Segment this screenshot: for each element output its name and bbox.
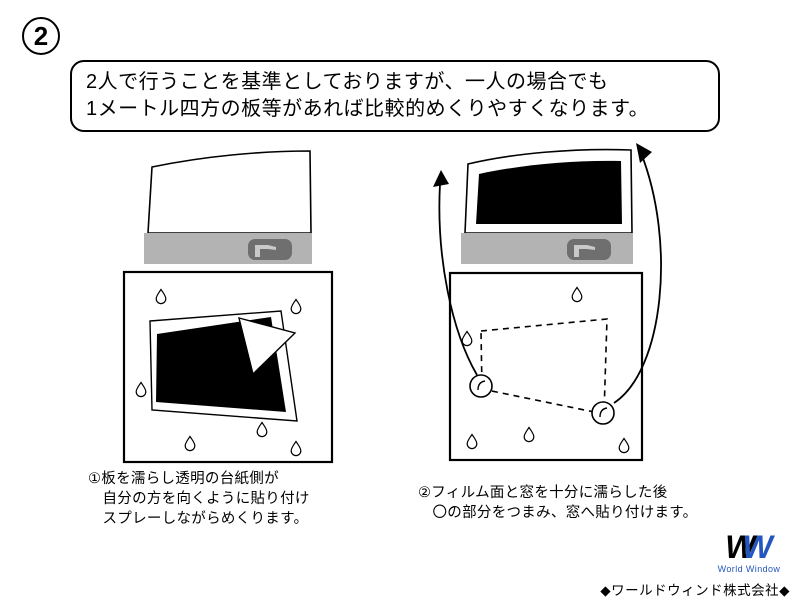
right-board xyxy=(448,271,644,462)
spray-bottle-icon xyxy=(248,239,292,260)
right-figure xyxy=(433,143,662,462)
instruction-line-2: 1メートル四方の板等があれば比較的めくりやすくなります。 xyxy=(86,97,650,120)
instruction-box: 2人で行うことを基準としておりますが、一人の場合でも 1メートル四方の板等があれ… xyxy=(70,60,720,133)
left-caption-line-3: スプレーしながらめくります。 xyxy=(102,511,309,527)
right-lift-arrowhead-icon xyxy=(636,143,652,163)
pinch-mark xyxy=(477,380,486,391)
left-step-caption: ①板を濡らし透明の台紙側が 自分の方を向くように貼り付け スプレーしながらめくり… xyxy=(88,469,310,529)
world-window-logo: WW World Window xyxy=(714,531,784,574)
logo-w-blue: W xyxy=(742,529,773,565)
left-lift-arrowhead-icon xyxy=(433,170,449,187)
left-caption-line-1: ①板を濡らし透明の台紙側が xyxy=(88,471,279,487)
right-step-caption: ②フィルム面と窓を十分に濡らした後 〇の部分をつまみ、窓へ貼り付けます。 xyxy=(418,483,697,523)
pinch-point-circle-right xyxy=(591,401,615,425)
pinch-mark xyxy=(599,407,608,418)
right-caption-line-1: ②フィルム面と窓を十分に濡らした後 xyxy=(418,485,668,501)
film-fold-corner xyxy=(238,317,297,376)
left-lift-arrow xyxy=(438,183,478,376)
pinch-point-circle-left xyxy=(469,374,493,398)
logo-w-black: W xyxy=(725,529,756,565)
logo-ww-icon: WW xyxy=(714,531,784,563)
logo-subtext: World Window xyxy=(717,564,781,574)
step-number: 2 xyxy=(33,20,49,51)
spray-bottle-icon xyxy=(567,239,611,260)
instruction-line-1: 2人で行うことを基準としておりますが、一人の場合でも xyxy=(86,71,609,93)
left-figure xyxy=(122,150,334,464)
step-number-badge: 2 xyxy=(22,17,60,55)
left-clear-film-sheet xyxy=(147,150,312,234)
right-lift-arrow xyxy=(613,152,662,404)
right-applied-film xyxy=(476,160,622,224)
right-caption-line-2: 〇の部分をつまみ、窓へ貼り付けます。 xyxy=(432,505,698,521)
company-name: ◆ワールドウィンド株式会社◆ xyxy=(600,583,790,598)
left-caption-line-2: 自分の方を向くように貼り付け xyxy=(102,491,310,507)
